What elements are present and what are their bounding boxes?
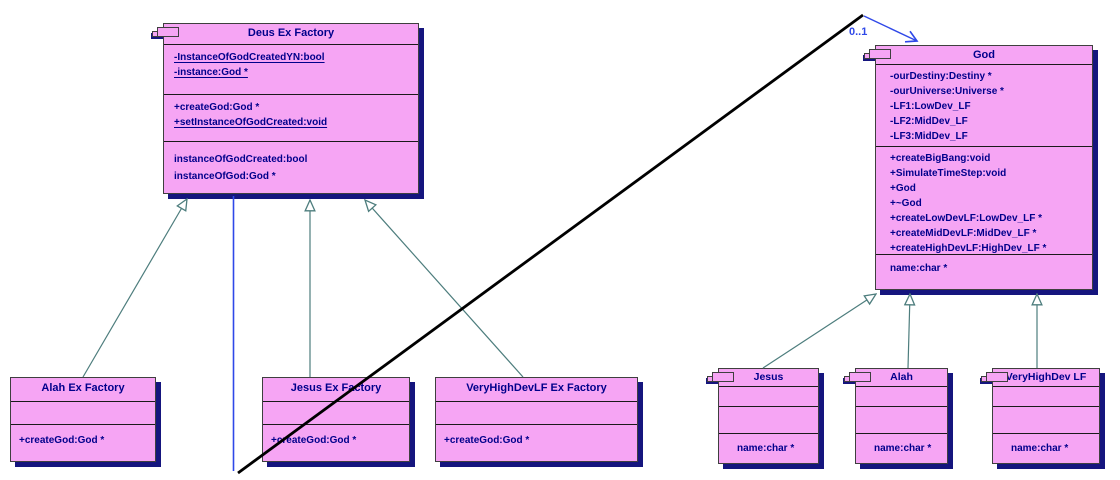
member-line: +createGod:God * xyxy=(271,435,357,446)
member-line: name:char * xyxy=(890,263,948,274)
inheritance-arrow-alah-ef[interactable] xyxy=(82,199,187,378)
class-veryhighdev-lf[interactable]: VeryHighDev LF name:char * xyxy=(981,368,1100,464)
class-icon xyxy=(707,372,735,385)
class-god[interactable]: God -ourDestiny:Destiny * -ourUniverse:Un… xyxy=(864,45,1093,290)
member-line: -LF3:MidDev_LF xyxy=(890,131,968,142)
member-line: -InstanceOfGodCreatedYN:bool xyxy=(174,52,325,63)
class-title-bar: Alah Ex Factory xyxy=(11,378,155,401)
attributes-compartment xyxy=(993,386,1099,406)
class-icon xyxy=(864,49,892,62)
operations-compartment: +createGod:God * xyxy=(11,424,155,461)
attributes-compartment xyxy=(856,386,947,406)
member-line: +createGod:God * xyxy=(19,435,105,446)
member-line: -LF2:MidDev_LF xyxy=(890,116,968,127)
class-jesus-ex-factory[interactable]: Jesus Ex Factory +createGod:God * xyxy=(262,377,410,462)
class-deus-ex-factory[interactable]: Deus Ex Factory -InstanceOfGodCreatedYN:… xyxy=(152,23,419,194)
inheritance-arrow-vhd-ef[interactable] xyxy=(365,200,524,378)
attributes-compartment xyxy=(719,386,818,406)
class-title-bar: Deus Ex Factory xyxy=(164,24,418,44)
class-title: Deus Ex Factory xyxy=(247,27,335,39)
class-jesus[interactable]: Jesus name:char * xyxy=(707,368,819,464)
inheritance-arrow-alah[interactable] xyxy=(908,294,910,369)
member-line: +God xyxy=(890,183,916,194)
class-title: Alah xyxy=(890,371,913,383)
member-line: -instance:God * xyxy=(174,67,248,78)
attributes-compartment: -ourDestiny:Destiny * -ourUniverse:Univer… xyxy=(876,64,1092,146)
member-line: +createMidDevLF:MidDev_LF * xyxy=(890,228,1037,239)
class-title-bar: VeryHighDevLF Ex Factory xyxy=(436,378,637,401)
member-line: name:char * xyxy=(874,443,932,454)
attributes-compartment xyxy=(11,401,155,424)
multiplicity-label: 0..1 xyxy=(849,26,868,38)
member-line: -ourDestiny:Destiny * xyxy=(890,71,992,82)
class-icon xyxy=(981,372,1009,385)
class-alah-ex-factory[interactable]: Alah Ex Factory +createGod:God * xyxy=(10,377,156,462)
attributes-compartment xyxy=(263,401,409,424)
attributes-compartment xyxy=(436,401,637,424)
member-line: -LF1:LowDev_LF xyxy=(890,101,971,112)
inheritance-arrow-jesus[interactable] xyxy=(762,294,876,369)
operations-compartment xyxy=(719,406,818,433)
class-title-bar: Alah xyxy=(856,369,947,386)
member-line: name:char * xyxy=(737,443,795,454)
class-title-bar: Jesus Ex Factory xyxy=(263,378,409,401)
member-line: +createBigBang:void xyxy=(890,153,991,164)
member-line: instanceOfGod:God * xyxy=(174,171,276,182)
class-title: VeryHighDevLF Ex Factory xyxy=(466,382,607,394)
class-title: God xyxy=(973,49,995,61)
properties-compartment: name:char * xyxy=(856,433,947,463)
association-arrow[interactable] xyxy=(863,15,919,43)
operations-compartment xyxy=(993,406,1099,433)
member-line: +createHighDevLF:HighDev_LF * xyxy=(890,243,1047,254)
member-line: +createGod:God * xyxy=(174,102,260,113)
operations-compartment: +createGod:God * xyxy=(436,424,637,461)
member-line: instanceOfGodCreated:bool xyxy=(174,154,308,165)
properties-compartment: name:char * xyxy=(719,433,818,463)
member-line: -ourUniverse:Universe * xyxy=(890,86,1004,97)
class-title-bar: God xyxy=(876,46,1092,64)
properties-compartment: name:char * xyxy=(993,433,1099,463)
attributes-compartment: -InstanceOfGodCreatedYN:bool -instance:Go… xyxy=(164,44,418,94)
class-icon xyxy=(844,372,872,385)
member-line: +~God xyxy=(890,198,922,209)
operations-compartment xyxy=(856,406,947,433)
properties-compartment: instanceOfGodCreated:bool instanceOfGod:G… xyxy=(164,141,418,193)
class-title: Jesus Ex Factory xyxy=(290,382,382,394)
member-line: name:char * xyxy=(1011,443,1069,454)
member-line: +setInstanceOfGodCreated:void xyxy=(174,117,328,128)
class-alah[interactable]: Alah name:char * xyxy=(844,368,948,464)
operations-compartment: +createGod:God * xyxy=(263,424,409,461)
operations-compartment: +createBigBang:void +SimulateTimeStep:voi… xyxy=(876,146,1092,254)
class-title-bar: VeryHighDev LF xyxy=(993,369,1099,386)
member-line: +createGod:God * xyxy=(444,435,530,446)
class-icon xyxy=(152,27,180,40)
operations-compartment: +createGod:God * +setInstanceOfGodCreated… xyxy=(164,94,418,141)
properties-compartment: name:char * xyxy=(876,254,1092,289)
member-line: +SimulateTimeStep:void xyxy=(890,168,1007,179)
class-title: Alah Ex Factory xyxy=(41,382,125,394)
member-line: +createLowDevLF:LowDev_LF * xyxy=(890,213,1042,224)
class-veryhighdevlf-ex-factory[interactable]: VeryHighDevLF Ex Factory +createGod:God … xyxy=(435,377,638,462)
class-title: VeryHighDev LF xyxy=(1005,371,1087,383)
